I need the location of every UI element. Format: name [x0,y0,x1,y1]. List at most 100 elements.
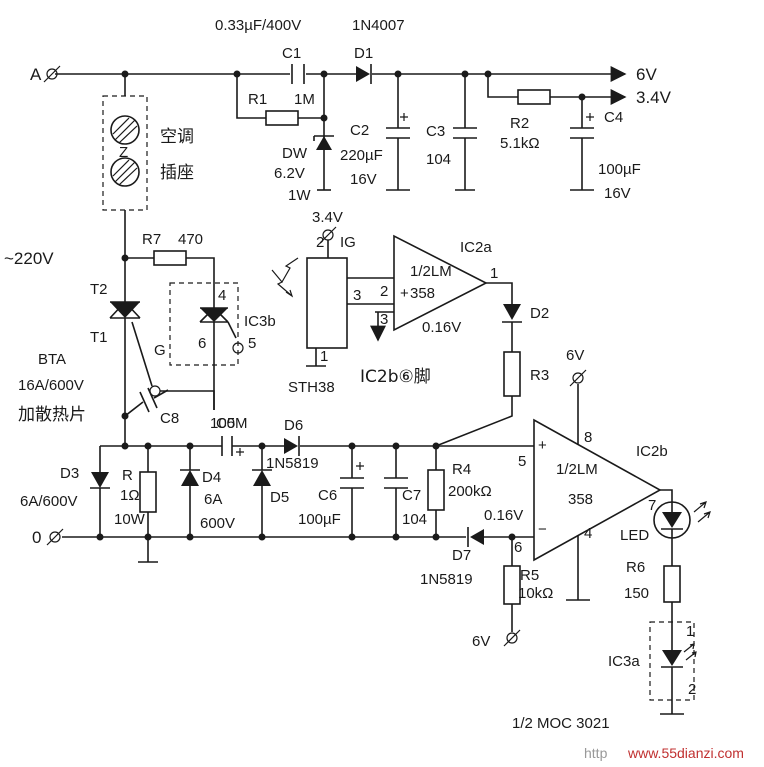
diode-d1 [356,64,372,84]
label-ic2a-in2: 2 [380,283,388,300]
label-c1-spec: 0.33µF/400V [215,17,301,34]
resistor-r3 [435,351,521,447]
capacitor-c6 [340,446,364,537]
label-r3: R3 [530,367,549,384]
resistor-r1 [236,74,325,190]
label-3-4v-top: 3.4V [312,209,343,226]
capacitor-c1 [291,64,305,84]
label-mains: ~220V [4,249,54,268]
label-ic3b: IC3b [244,313,276,330]
sensor-sth38 [271,226,348,367]
label-d2: D2 [530,305,549,322]
label-dw-w: 1W [288,187,311,204]
label-ic2a-plus: + [400,285,409,302]
label-r2: R2 [510,115,529,132]
label-ic3a-pin2: 2 [688,681,696,698]
label-c4: C4 [604,109,623,126]
label-d1-part: 1N4007 [352,17,405,34]
label-socket-z: Z [119,144,128,161]
label-socket-line2: 插座 [160,163,194,183]
label-ic2b-name2: 358 [568,491,593,508]
label-c4-v: 16V [604,185,631,202]
label-r1: R1 [248,91,267,108]
label-moc: 1/2 MOC 3021 [512,715,610,732]
label-r5: R5 [520,567,539,584]
label-c2-val: 220µF [340,147,383,164]
diode-d3 [90,446,110,537]
label-r4: R4 [452,461,471,478]
label-sth-pin1: 1 [320,348,328,365]
label-t2: T2 [90,281,108,298]
label-ic2b-pin5: 5 [518,453,526,470]
diode-d7 [467,527,484,547]
label-g: G [154,342,166,359]
label-ic2b-pin7: 7 [648,497,656,514]
capacitor-c2 [386,74,410,191]
air-conditioner-socket [102,74,148,316]
label-sth38: STH38 [288,379,335,396]
label-socket-line1: 空调 [160,127,194,147]
label-ic2b-pin8: 8 [584,429,592,446]
label-ic2b-pin4: 4 [584,525,592,542]
label-ic3a-pin1: 1 [686,623,694,640]
label-d6: D6 [284,417,303,434]
capacitor-c4 [570,97,594,191]
diode-d4 [180,446,200,537]
label-r-w: 10W [114,511,146,528]
label-c4-val: 100µF [598,161,641,178]
labels: A 0 6V 3.4V 0.33µF/400V 1N4007 C1 D1 R1 … [4,17,744,761]
label-r2-val: 5.1kΩ [500,135,540,152]
label-c5-val-vis: 100M [210,415,248,432]
label-out-3-4v: 3.4V [636,88,672,107]
label-led: LED [620,527,649,544]
label-c3-val: 104 [426,151,451,168]
capacitor-c3 [453,74,477,191]
label-ic2a: IC2a [460,239,492,256]
label-bta-2: 16A/600V [18,377,84,394]
led [653,501,711,566]
resistor-r2 [487,74,627,105]
label-d1: D1 [354,45,373,62]
label-dw-v: 6.2V [274,165,305,182]
label-ic3b-pin5: 5 [248,335,256,352]
resistor-r5 [503,537,521,647]
label-ic3a: IC3a [608,653,640,670]
label-ic2a-name1: 1/2LM [410,263,452,280]
resistor-r6 [663,565,681,640]
label-ic2b-plus: + [538,437,547,454]
label-node-a: A [30,65,42,84]
bottom-rail [46,528,534,546]
label-ic3b-pin4: 4 [218,287,226,304]
label-d4: D4 [202,469,221,486]
junction-dots-bottom [96,442,516,541]
label-r1-val: 1M [294,91,315,108]
label-r: R [122,467,133,484]
label-ic2a-name2: 358 [410,285,435,302]
zener-dw [313,135,334,191]
label-d6-part: 1N5819 [266,455,319,472]
label-c7: C7 [402,487,421,504]
label-ic3b-pin6: 6 [198,335,206,352]
label-r6: R6 [626,559,645,576]
label-ig: IG [340,234,356,251]
triac-bta [109,300,215,446]
label-c5: C5 [216,415,235,432]
label-ic2b-minus: − [538,521,547,538]
label-r6-val: 150 [624,585,649,602]
label-d7: D7 [452,547,471,564]
label-d5: D5 [270,489,289,506]
diode-d2 [502,304,522,352]
label-c3: C3 [426,123,445,140]
opamp-ic2b [533,369,673,601]
label-sth-pin2: 2 [316,234,324,251]
label-ic2b-pin6: 6 [514,539,522,556]
opamp-ic2a [347,234,513,342]
label-r5-val: 10kΩ [518,585,553,602]
watermark: www.55dianzi.com [627,745,744,761]
label-6v-r5: 6V [472,633,490,650]
resistor-r4 [427,446,445,537]
label-ic2a-out: 1 [490,265,498,282]
resistor-r7 [121,250,215,290]
label-6v-ic2b: 6V [566,347,584,364]
